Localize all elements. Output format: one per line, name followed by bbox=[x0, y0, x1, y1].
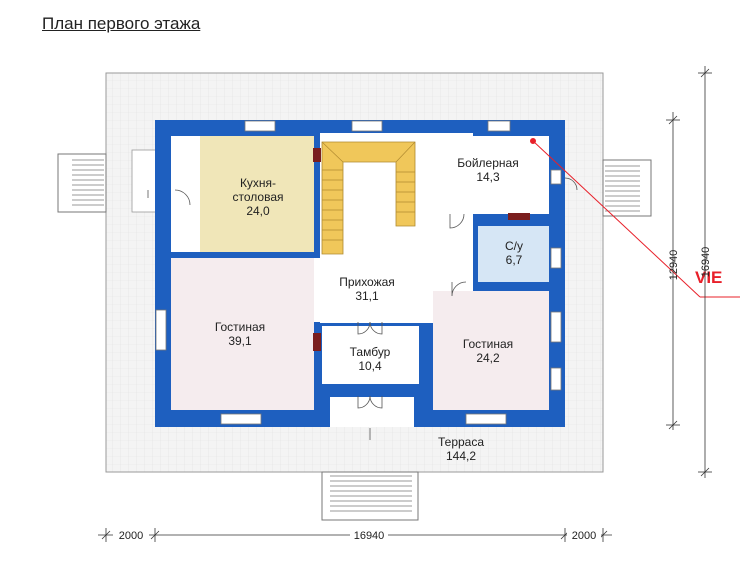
kitchen-room bbox=[200, 136, 314, 252]
vestibule-room bbox=[322, 326, 419, 384]
dim-left: 2000 bbox=[119, 530, 143, 542]
left-steps bbox=[57, 153, 107, 213]
boiler-room bbox=[429, 136, 549, 214]
kitchen-area: 24,0 bbox=[246, 204, 270, 218]
bath-label: С/у bbox=[505, 239, 523, 253]
windows bbox=[155, 120, 562, 425]
boiler-label: Бойлерная bbox=[457, 156, 518, 170]
hall-label: Прихожая bbox=[339, 275, 395, 289]
vestibule-area: 10,4 bbox=[358, 359, 382, 373]
dim-vertical-outer: 16940 bbox=[700, 247, 712, 278]
bath-area: 6,7 bbox=[506, 253, 523, 267]
watermark: VIE bbox=[695, 268, 722, 287]
dim-vertical-inner: 12940 bbox=[668, 250, 680, 281]
vestibule-label: Тамбур bbox=[350, 345, 391, 359]
living-left-room bbox=[171, 258, 314, 410]
boiler-area: 14,3 bbox=[476, 170, 500, 184]
porch-lower bbox=[330, 397, 414, 427]
dim-right: 2000 bbox=[572, 530, 596, 542]
doors bbox=[147, 177, 578, 440]
left-porch bbox=[131, 149, 157, 213]
terrace-label: Терраса bbox=[438, 435, 484, 449]
vertical-dimension bbox=[666, 66, 712, 478]
living-left-area: 39,1 bbox=[228, 334, 252, 348]
right-steps bbox=[602, 159, 652, 217]
hall-area: 31,1 bbox=[355, 289, 379, 303]
living-right-room bbox=[433, 291, 549, 410]
terrace-area: 144,2 bbox=[446, 449, 476, 463]
living-right-area: 24,2 bbox=[476, 351, 500, 365]
dim-middle: 16940 bbox=[354, 530, 385, 542]
kitchen-label-1: Кухня- bbox=[240, 176, 276, 190]
living-right-label: Гостиная bbox=[463, 337, 513, 351]
staircase bbox=[321, 141, 416, 255]
page-title: План первого этажа bbox=[42, 14, 201, 33]
stove-marks bbox=[313, 148, 530, 351]
kitchen-label-2: столовая bbox=[233, 190, 284, 204]
bottom-steps bbox=[321, 471, 419, 521]
red-leader-line bbox=[530, 138, 740, 298]
bath-room bbox=[478, 226, 549, 282]
living-left-label: Гостиная bbox=[215, 320, 265, 334]
